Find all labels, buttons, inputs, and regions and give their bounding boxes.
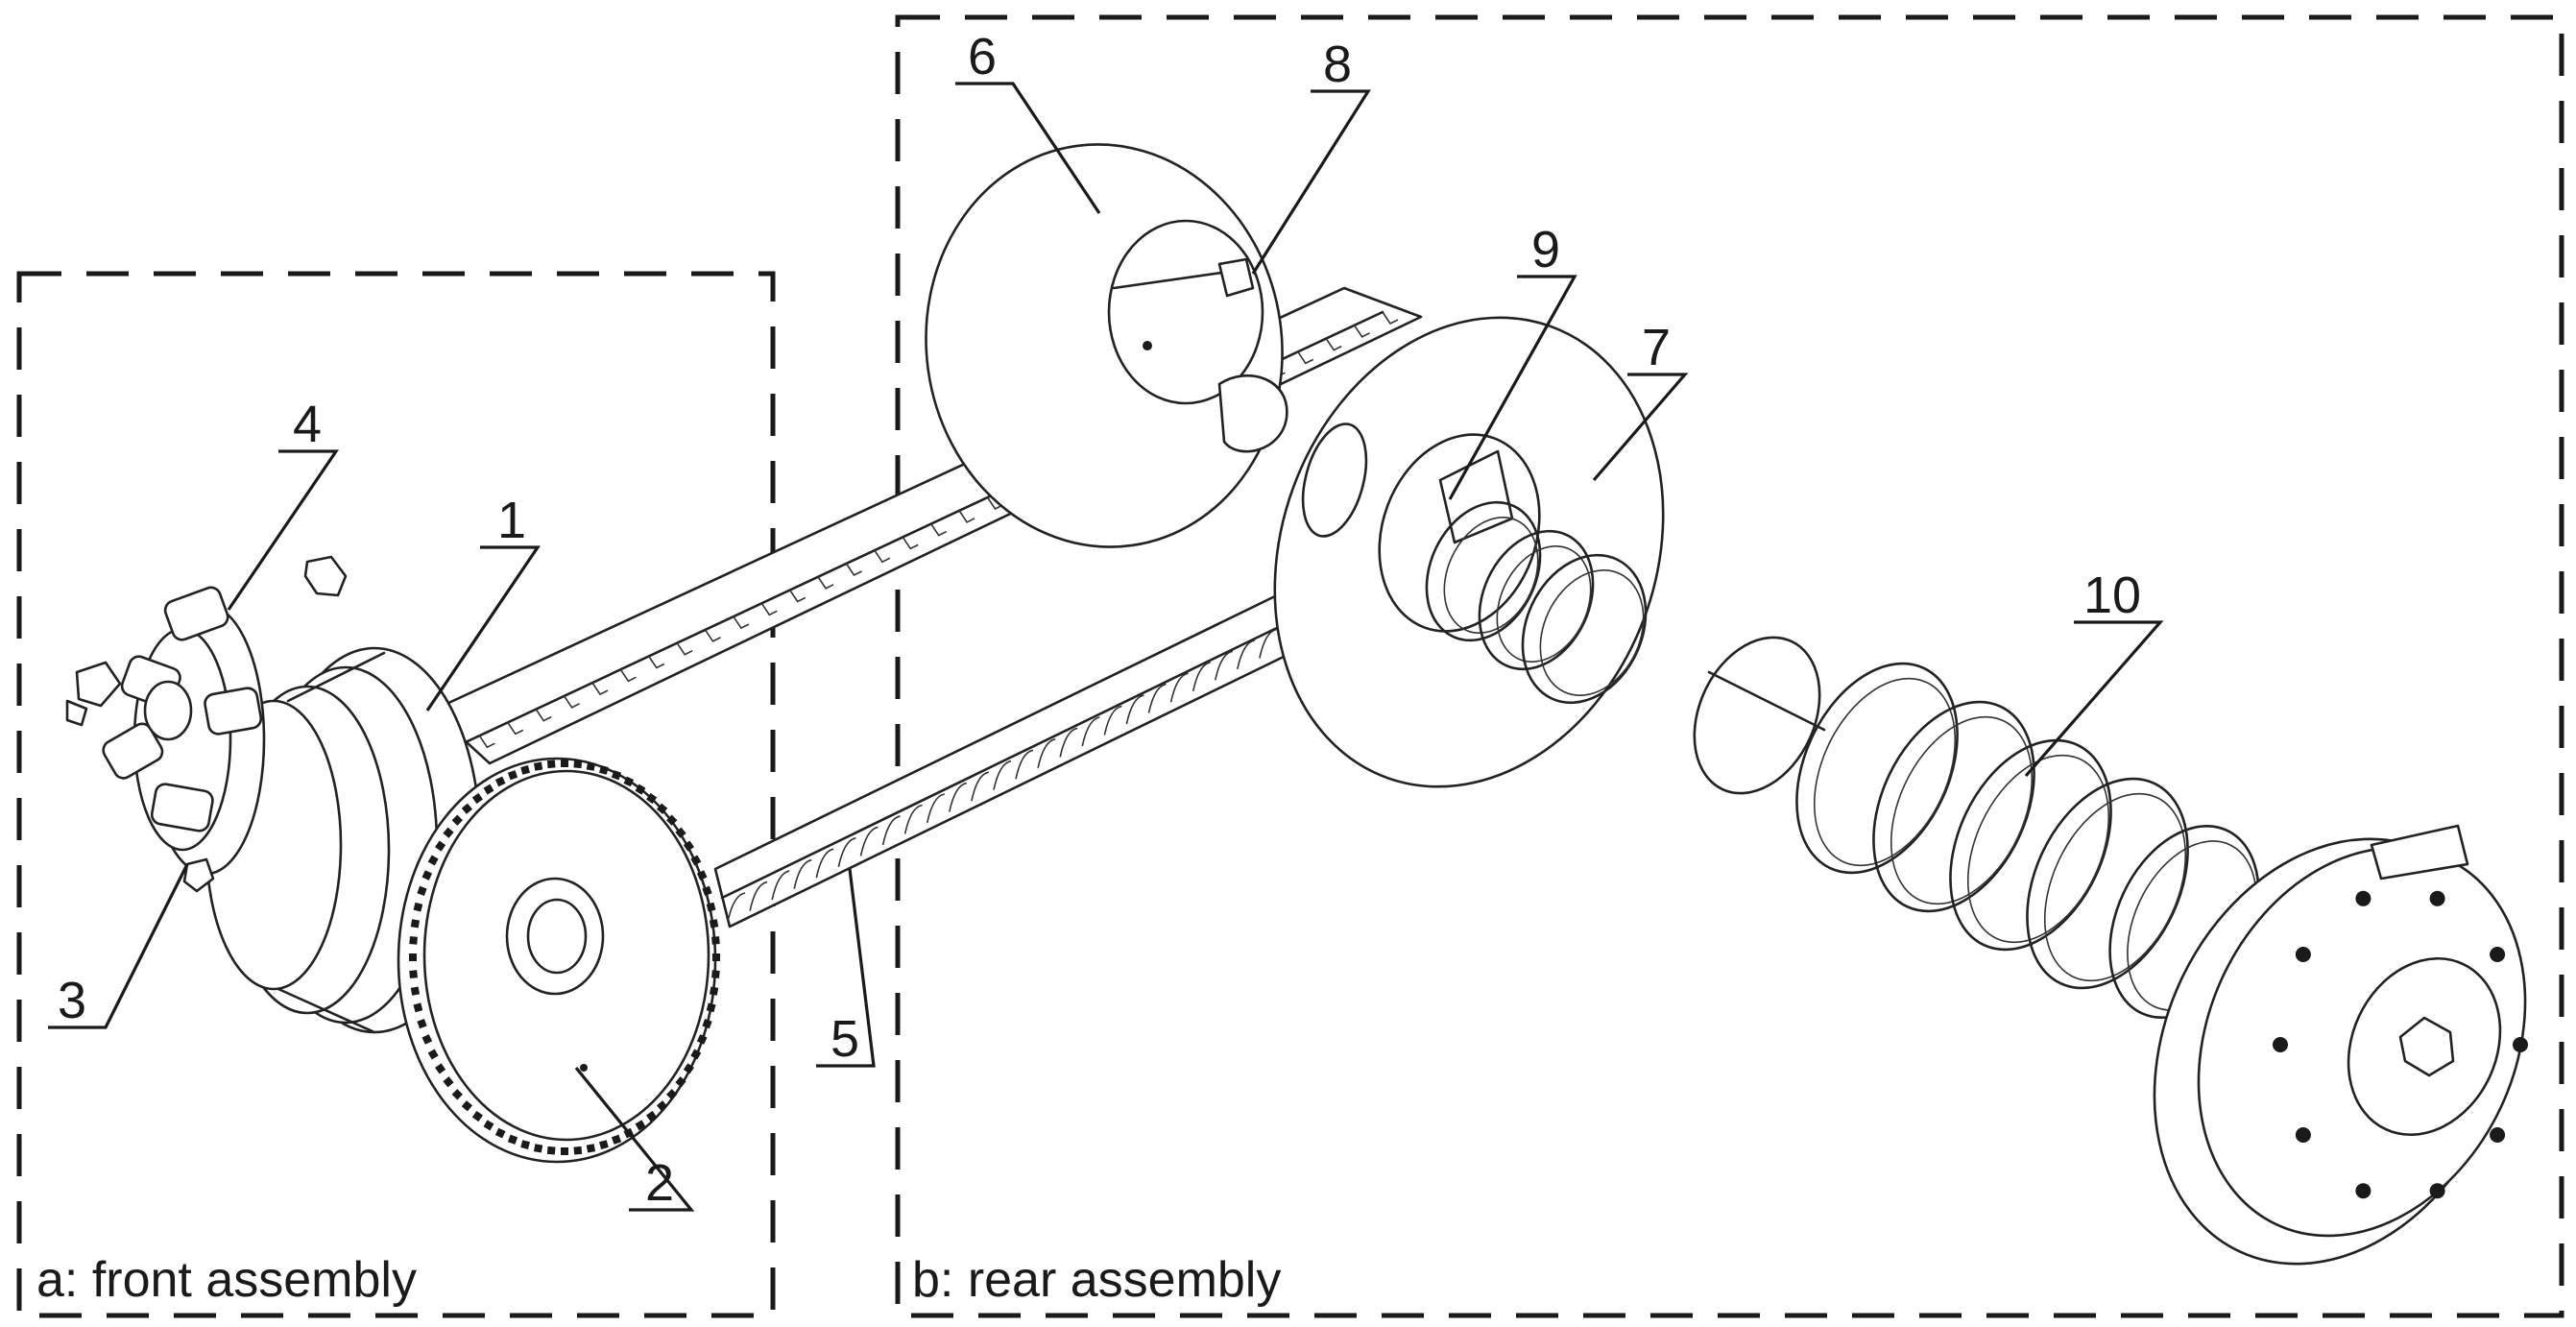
callout-4: 4	[293, 396, 322, 453]
callout-2: 2	[645, 1154, 674, 1212]
leader-lines	[48, 82, 2164, 1212]
callout-6: 6	[968, 28, 997, 85]
front-assembly-label: a: front assembly	[36, 1252, 417, 1308]
callout-7: 7	[1642, 319, 1671, 376]
callout-10: 10	[2083, 567, 2141, 624]
rear-clutch	[2153, 824, 2528, 1266]
callout-8: 8	[1323, 36, 1352, 93]
callout-1: 1	[497, 492, 526, 549]
guide-pin	[1217, 257, 1255, 298]
rear-fixed-sheave	[925, 143, 1288, 548]
callout-5: 5	[831, 1010, 859, 1068]
sprocket-gear	[397, 757, 720, 1164]
rear-assembly-box	[895, 14, 2564, 1318]
rear-assembly-label: b: rear assembly	[912, 1252, 1281, 1308]
callout-3: 3	[58, 972, 86, 1029]
rear-movable-sheave	[1273, 316, 1665, 788]
torque-springs	[1425, 500, 2260, 1019]
callout-9: 9	[1531, 221, 1560, 278]
variator-roller-hub	[65, 555, 348, 893]
callout-numbers: 1 2 3 4 5 6 8 9 7 10	[58, 28, 2141, 1212]
front-assembly-box	[16, 271, 776, 1318]
